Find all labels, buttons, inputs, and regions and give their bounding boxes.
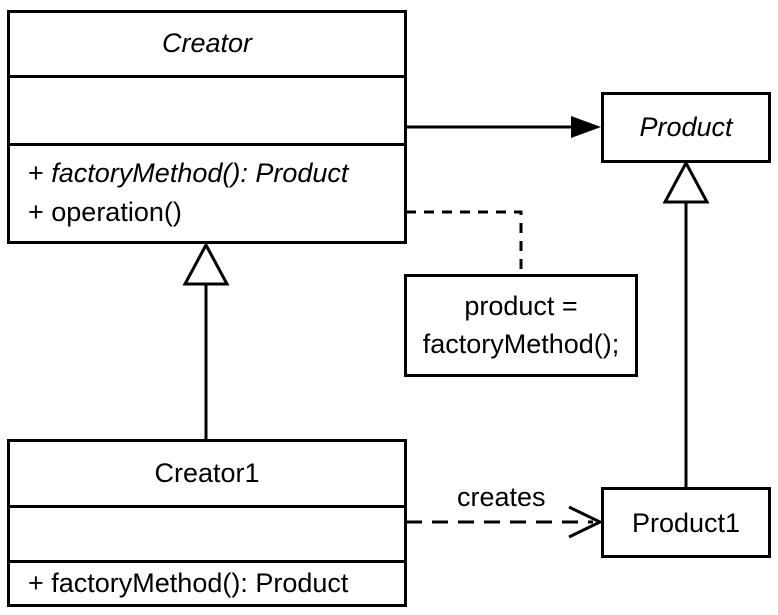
product-class-box[interactable]: Product (601, 92, 771, 163)
creator1-divider-1 (10, 505, 404, 508)
note-dashed-connector (406, 210, 523, 276)
creator-method-factory: + factoryMethod(): Product (28, 158, 349, 188)
creator-class-box[interactable]: Creator + factoryMethod(): Product + ope… (7, 10, 407, 244)
creator1-class-name: Creator1 (154, 458, 260, 488)
creator-name-compartment: Creator (10, 13, 404, 75)
creator-divider-1 (10, 75, 404, 78)
note-box[interactable]: product = factoryMethod(); (404, 274, 638, 377)
creator-method-factory-signature: factoryMethod(): Product (51, 158, 349, 188)
product1-class-box[interactable]: Product1 (601, 487, 771, 558)
dependency-open-arrowhead (568, 505, 604, 539)
creator-divider-2 (10, 143, 404, 146)
product1-class-name: Product1 (631, 508, 741, 538)
creator1-attributes-compartment (10, 508, 404, 560)
creator-attributes-compartment (10, 78, 404, 143)
note-line-2: factoryMethod(); (422, 329, 620, 359)
creator1-name-compartment: Creator1 (10, 442, 404, 505)
product-class-name: Product (639, 112, 733, 142)
creates-label: creates (457, 482, 546, 512)
inheritance-triangle-product (662, 159, 710, 204)
association-arrowhead (571, 116, 601, 138)
creator-class-name: Creator (161, 28, 253, 58)
inheritance-triangle-creator (182, 241, 230, 286)
creator1-method-factory: + factoryMethod(): Product (28, 568, 349, 598)
note-line-1: product = (464, 291, 578, 321)
creator1-divider-2 (10, 560, 404, 563)
creator1-class-box[interactable]: Creator1 + factoryMethod(): Product (7, 439, 407, 607)
creator-methods-compartment: + factoryMethod(): Product + operation() (10, 146, 404, 241)
creator1-methods-compartment: + factoryMethod(): Product (10, 563, 404, 604)
creator-method-operation: + operation() (28, 197, 182, 227)
